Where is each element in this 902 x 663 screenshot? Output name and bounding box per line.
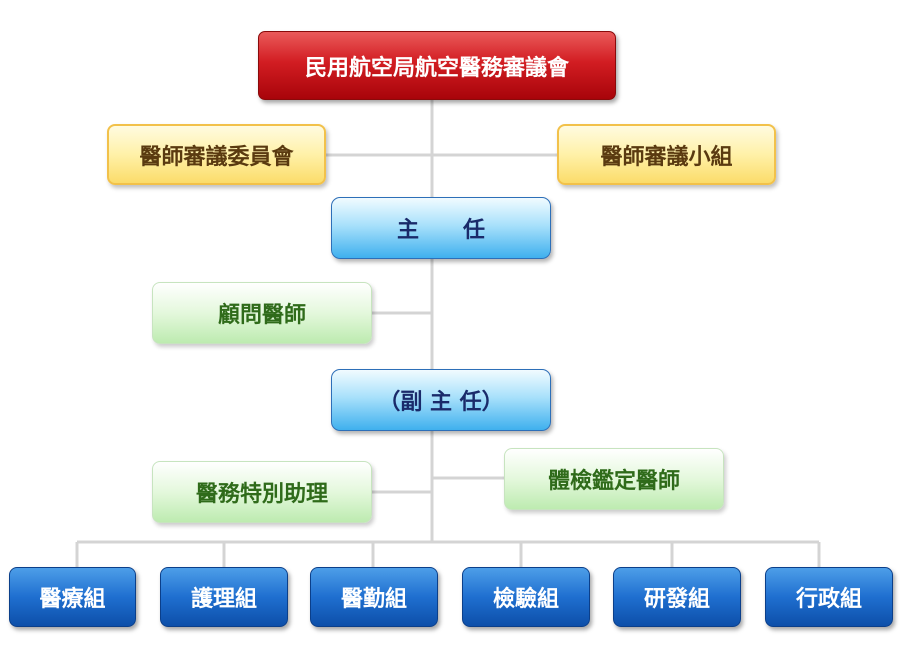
division-node-research: 研發組 [613,567,741,627]
root-node-council: 民用航空局航空醫務審議會 [258,31,616,100]
division-node-medical: 醫療組 [9,567,136,627]
committee-node-review-group: 醫師審議小組 [557,124,776,185]
committee-node-review-committee: 醫師審議委員會 [107,124,326,185]
director-node: 主 任 [331,197,551,259]
division-node-laboratory: 檢驗組 [462,567,590,627]
special-assistant-node: 醫務特別助理 [152,461,372,523]
division-node-nursing: 護理組 [160,567,288,627]
examiner-node: 體檢鑑定醫師 [504,448,724,510]
division-node-administration: 行政組 [765,567,893,627]
deputy-director-node: （副 主 任） [331,369,551,431]
division-node-medical-service: 醫勤組 [310,567,438,627]
advisor-node: 顧問醫師 [152,282,372,344]
